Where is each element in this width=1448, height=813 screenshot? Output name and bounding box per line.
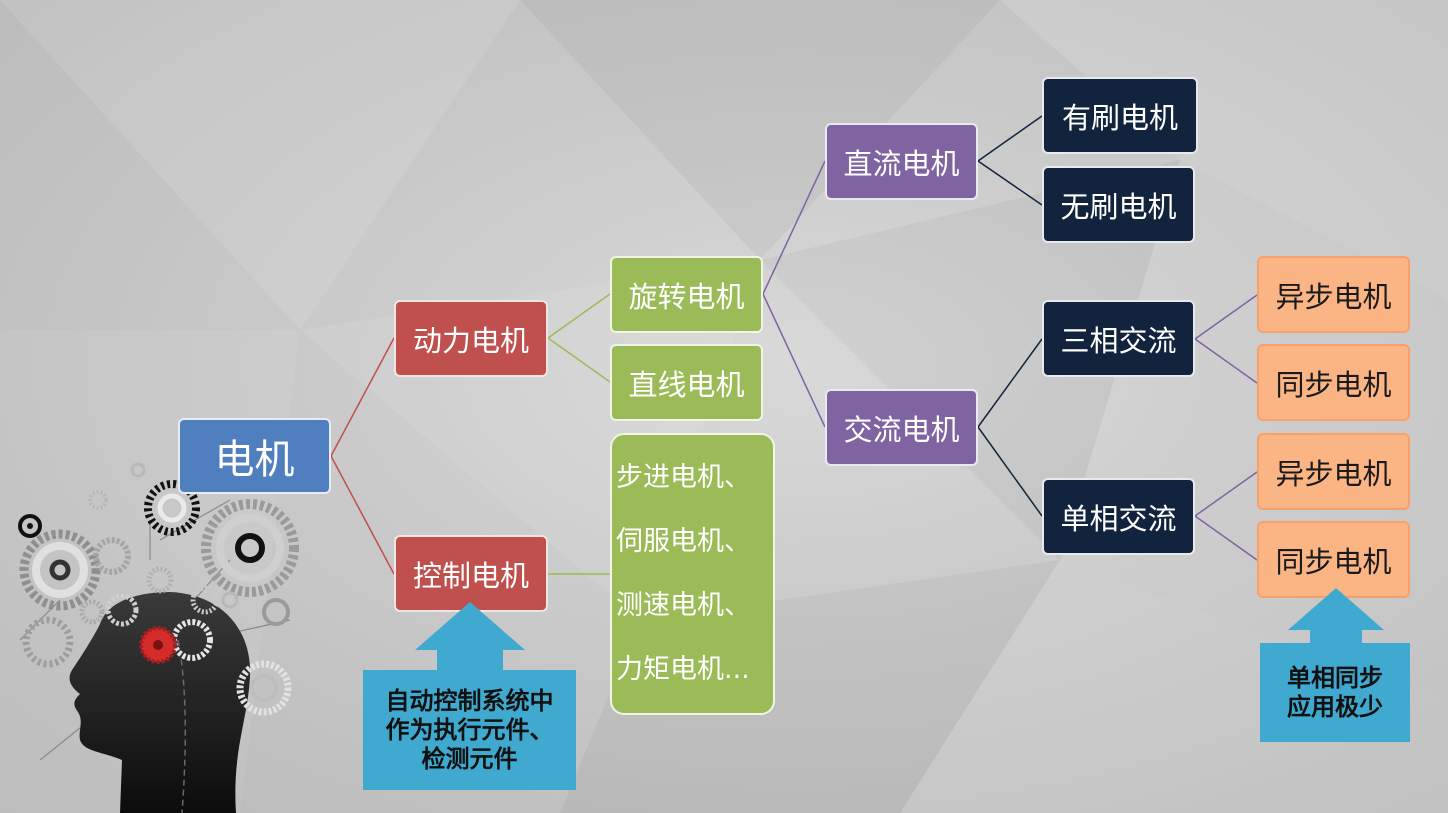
link-ac-single <box>977 426 1043 517</box>
up-arrow-icon <box>1288 588 1384 648</box>
up-arrow-icon <box>415 602 525 672</box>
control-type-item: 步进电机、 <box>616 462 751 493</box>
node-control-motor: 控制电机 <box>394 535 548 612</box>
node-dc-motor: 直流电机 <box>825 123 978 200</box>
node-brushless-motor: 无刷电机 <box>1042 166 1195 243</box>
callout-line: 应用极少 <box>1287 692 1383 721</box>
node-single-phase-ac: 单相交流 <box>1042 478 1195 555</box>
link-root-control <box>330 455 395 575</box>
link-power-linear <box>547 337 611 383</box>
link-three-async <box>1194 294 1258 340</box>
link-root-power <box>330 337 395 457</box>
link-dc-brushless <box>977 160 1043 206</box>
link-rotary-dc <box>762 160 826 295</box>
control-type-item: 测速电机、 <box>616 590 751 621</box>
callout-single-sync-note: 单相同步 应用极少 <box>1260 643 1410 742</box>
callout-line: 单相同步 <box>1287 663 1383 692</box>
link-rotary-ac <box>762 293 826 428</box>
node-linear-motor: 直线电机 <box>610 344 763 421</box>
node-three-phase-sync: 同步电机 <box>1257 344 1410 421</box>
root-node-motor: 电机 <box>178 418 331 494</box>
node-brushed-motor: 有刷电机 <box>1042 77 1198 154</box>
callout-line: 作为执行元件、 <box>385 715 554 744</box>
node-single-phase-async: 异步电机 <box>1257 433 1410 510</box>
head-with-gears-icon <box>18 462 299 813</box>
link-single-async <box>1194 471 1258 517</box>
control-type-item: 伺服电机、 <box>616 526 751 557</box>
node-three-phase-ac: 三相交流 <box>1042 300 1195 377</box>
link-three-sync <box>1194 338 1258 384</box>
link-dc-brushed <box>977 115 1043 162</box>
control-type-item: 力矩电机... <box>616 654 750 685</box>
link-power-rotary <box>547 293 611 339</box>
link-ac-three <box>977 338 1043 428</box>
callout-line: 自动控制系统中 <box>385 686 554 715</box>
callout-control-note: 自动控制系统中 作为执行元件、 检测元件 <box>363 670 576 790</box>
node-three-phase-async: 异步电机 <box>1257 256 1410 333</box>
node-power-motor: 动力电机 <box>394 300 548 377</box>
node-control-types: 步进电机、 伺服电机、 测速电机、 力矩电机... <box>610 433 775 715</box>
node-ac-motor: 交流电机 <box>825 389 978 466</box>
callout-line: 检测元件 <box>421 744 518 773</box>
node-rotary-motor: 旋转电机 <box>610 256 763 333</box>
link-single-sync <box>1194 515 1258 561</box>
node-single-phase-sync: 同步电机 <box>1257 521 1410 598</box>
